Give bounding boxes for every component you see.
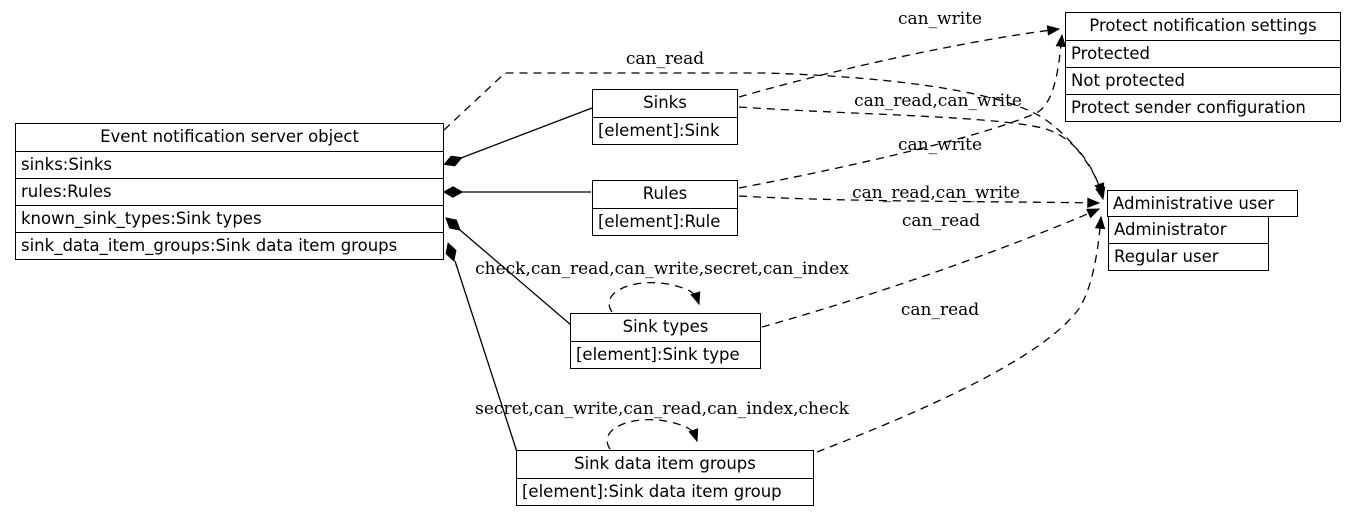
diamond-sinks	[443, 155, 463, 167]
node-row: Protected	[1066, 40, 1340, 67]
edge-label-sink-types-can-read: can_read	[901, 211, 981, 231]
edge-rules-can-read-write-admin	[738, 195, 1101, 209]
edge-sinks-can-write-protect	[738, 25, 1061, 98]
node-title: Rules	[642, 184, 688, 203]
edge-label-rules-can-write: can_write	[897, 135, 983, 155]
edge-sinks-can-read-write-admin	[738, 106, 1106, 201]
node-title: Event notification server object	[100, 127, 359, 146]
node-title: Administrative user	[1107, 190, 1298, 217]
node-sink-types: Sink types [element]:Sink type	[570, 313, 761, 369]
node-title: Sink types	[622, 317, 709, 336]
node-row: [element]:Sink type	[571, 341, 760, 368]
node-sink-data-item-groups: Sink data item groups [element]:Sink dat…	[516, 450, 814, 506]
node-row: rules:Rules	[16, 178, 443, 205]
node-title: Sink data item groups	[574, 454, 756, 473]
diamond-rules	[442, 186, 464, 198]
diamond-sink-data-item-groups	[445, 242, 457, 262]
edge-sink-data-item-groups-can-read-admin	[816, 215, 1106, 453]
node-row: sinks:Sinks	[16, 151, 443, 178]
node-title: Sinks	[643, 93, 687, 112]
edge-label-server-can-read: can_read	[625, 49, 705, 69]
node-row: Protect sender configuration	[1066, 94, 1340, 121]
node-row: Administrator	[1109, 216, 1268, 243]
node-event-notification-server-object: Event notification server object sinks:S…	[15, 123, 444, 260]
edge-sink-data-item-groups-self-loop	[606, 419, 699, 450]
edge-sink-types-can-read-admin	[761, 208, 1101, 328]
edge-label-sink-data-item-groups-can-read: can_read	[900, 300, 980, 320]
node-row: Not protected	[1066, 67, 1340, 94]
edge-sink-types-self-loop	[608, 282, 701, 313]
node-row: known_sink_types:Sink types	[16, 205, 443, 232]
edge-label-sink-data-item-groups-self: secret,can_write,can_read,can_index,chec…	[475, 399, 849, 419]
edge-label-sinks-can-read-can-write: can_read,can_write	[854, 91, 1022, 111]
node-title: Protect notification settings	[1089, 16, 1317, 35]
edge-label-sinks-can-write: can_write	[897, 9, 983, 29]
node-rules: Rules [element]:Rule	[592, 180, 738, 236]
edge-server-can-read-admin	[443, 72, 1105, 197]
node-row: sink_data_item_groups:Sink data item gro…	[16, 232, 443, 259]
edge-label-sink-types-self: check,can_read,can_write,secret,can_inde…	[475, 259, 849, 279]
edge-server-contains-sinks	[460, 107, 593, 159]
edge-rules-can-write-protect	[738, 33, 1066, 189]
node-sinks: Sinks [element]:Sink	[592, 89, 738, 145]
edge-server-contains-sink-types	[459, 229, 572, 326]
edge-server-contains-sink-data-item-groups	[454, 260, 518, 453]
node-row: [element]:Sink data item group	[517, 478, 813, 505]
node-protect-notification-settings: Protect notification settings Protected …	[1065, 12, 1341, 122]
node-row: [element]:Sink	[593, 117, 737, 144]
edge-label-rules-can-read-can-write: can_read,can_write	[852, 183, 1020, 203]
node-row: [element]:Rule	[593, 208, 737, 235]
diamond-sink-types	[445, 217, 461, 231]
node-row: Regular user	[1109, 243, 1268, 270]
